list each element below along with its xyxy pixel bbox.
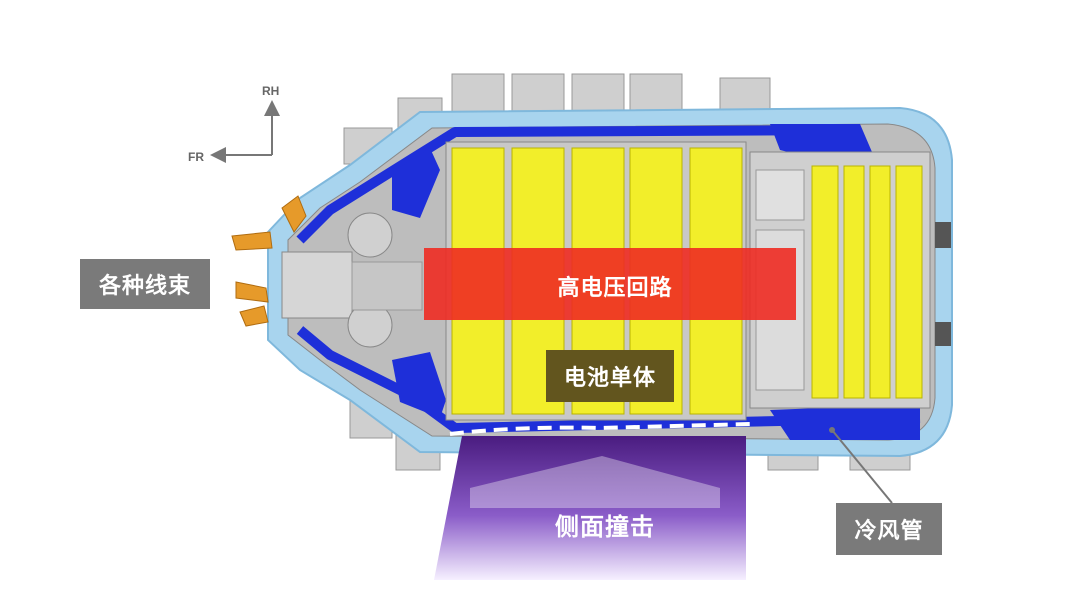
cooling-duct-label: 冷风管 bbox=[836, 503, 942, 555]
side-impact-gradient bbox=[434, 436, 746, 580]
high-voltage-label: 高电压回路 bbox=[557, 276, 673, 301]
front-electronics bbox=[281, 212, 423, 348]
side-impact-line bbox=[449, 422, 751, 436]
right-connectors bbox=[935, 222, 951, 346]
high-voltage-band bbox=[424, 248, 796, 320]
cooling-duct-blocks bbox=[392, 124, 920, 440]
battery-cells-right bbox=[811, 165, 923, 399]
cooling-duct-leader bbox=[831, 429, 893, 504]
rh-axis-label: RH bbox=[262, 84, 280, 98]
fr-axis-label: FR bbox=[188, 150, 204, 164]
side-impact-label: 侧面撞击 bbox=[555, 512, 655, 541]
orientation-axes bbox=[210, 100, 280, 163]
battery-cell-label: 电池单体 bbox=[546, 350, 674, 402]
side-impact-arrow bbox=[470, 456, 720, 508]
wiring-harness-label: 各种线束 bbox=[80, 259, 210, 309]
wiring-harness-graphic bbox=[231, 195, 307, 327]
